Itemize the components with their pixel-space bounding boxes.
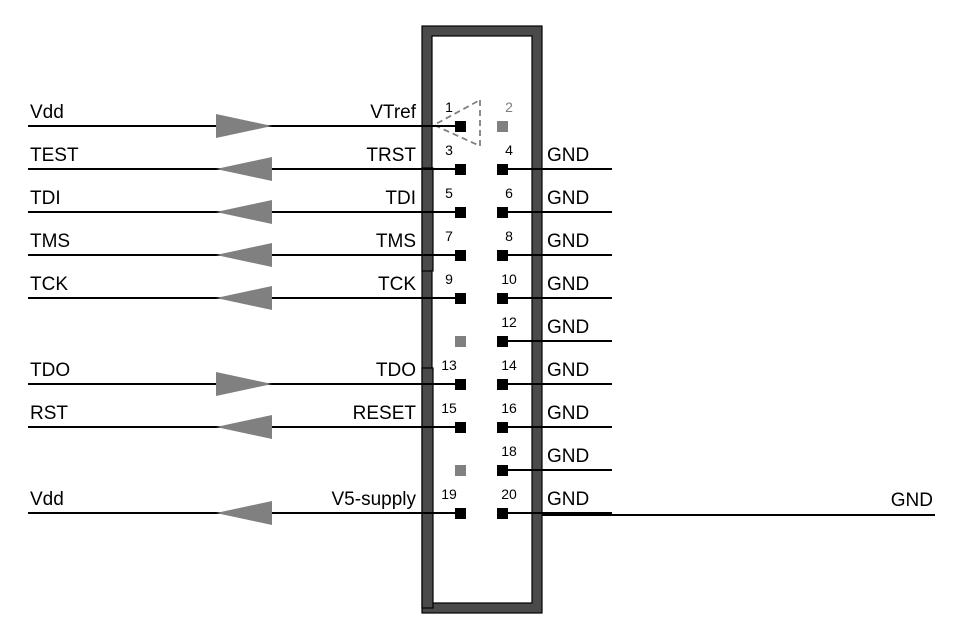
even-pin-label: GND [547,403,589,424]
arrow-left-icon [216,243,272,267]
pin-2 [497,121,508,132]
pin-signal-label: TCK [378,274,416,295]
pin-8 [497,250,508,261]
pin-number: 4 [505,142,513,158]
pin-number: 8 [505,228,513,244]
pin-9 [455,293,466,304]
pin-13 [455,379,466,390]
pin-number: 3 [445,142,453,158]
gnd-bus-label: GND [891,490,933,511]
pin-signal-label: RESET [353,403,417,424]
pin-number: 2 [505,99,513,115]
pin-number: 16 [501,400,517,416]
left-signal-label: TCK [30,274,68,295]
arrow-left-icon [216,286,272,310]
even-pin-label: GND [547,188,589,209]
arrow-left-icon [216,157,272,181]
pin-signal-label: TDO [376,360,416,381]
pin-unused [455,336,466,347]
even-pin-label: GND [547,360,589,381]
pin-number: 13 [441,357,457,373]
left-signal-label: TEST [30,145,79,166]
pin-number: 19 [441,486,457,502]
pin-20 [497,508,508,519]
pin-16 [497,422,508,433]
even-pin-label: GND [547,446,589,467]
pin1-marker [431,99,481,148]
arrow-left-icon [216,501,272,525]
pin-4 [497,164,508,175]
even-pin-label: GND [547,274,589,295]
left-signal-label: Vdd [30,102,64,123]
pin-19 [455,508,466,519]
pin-signal-label: TRST [366,145,416,166]
pin-number: 5 [445,185,453,201]
connector-housing-inner-edge [431,35,533,604]
even-pin-label: GND [547,145,589,166]
pin-3 [455,164,466,175]
connector-housing [421,25,543,614]
even-pin-label: GND [547,231,589,252]
arrow-right-icon [216,372,272,396]
pin-signal-label: VTref [370,102,416,123]
pin-number: 6 [505,185,513,201]
pin-unused [455,465,466,476]
even-pin-label: GND [547,317,589,338]
pin-7 [455,250,466,261]
pin-number: 7 [445,228,453,244]
left-signal-label: Vdd [30,489,64,510]
pin-number: 15 [441,400,457,416]
pin-number: 12 [501,314,517,330]
pin-15 [455,422,466,433]
arrow-left-icon [216,415,272,439]
left-signal-label: TMS [30,231,70,252]
pin-number: 1 [445,99,453,115]
arrow-right-icon [216,114,272,138]
pin-number: 20 [501,486,517,502]
left-signal-label: TDI [30,188,61,209]
pin-number: 18 [501,443,517,459]
pin-signal-label: TMS [376,231,416,252]
left-signal-label: TDO [30,360,70,381]
key-wall-lower [421,367,434,609]
pin-5 [455,207,466,218]
left-signal-label: RST [30,403,68,424]
pin-10 [497,293,508,304]
pin-12 [497,336,508,347]
pin-18 [497,465,508,476]
arrow-left-icon [216,200,272,224]
pin-6 [497,207,508,218]
pin-number: 10 [501,271,517,287]
pin-14 [497,379,508,390]
pin-signal-label: V5-supply [332,489,417,510]
connector-housing-inner [421,25,543,614]
pin-1 [455,121,466,132]
even-pin-label: GND [547,489,589,510]
pin-number: 14 [501,357,517,373]
pin-signal-label: TDI [385,188,416,209]
pin-number: 9 [445,271,453,287]
